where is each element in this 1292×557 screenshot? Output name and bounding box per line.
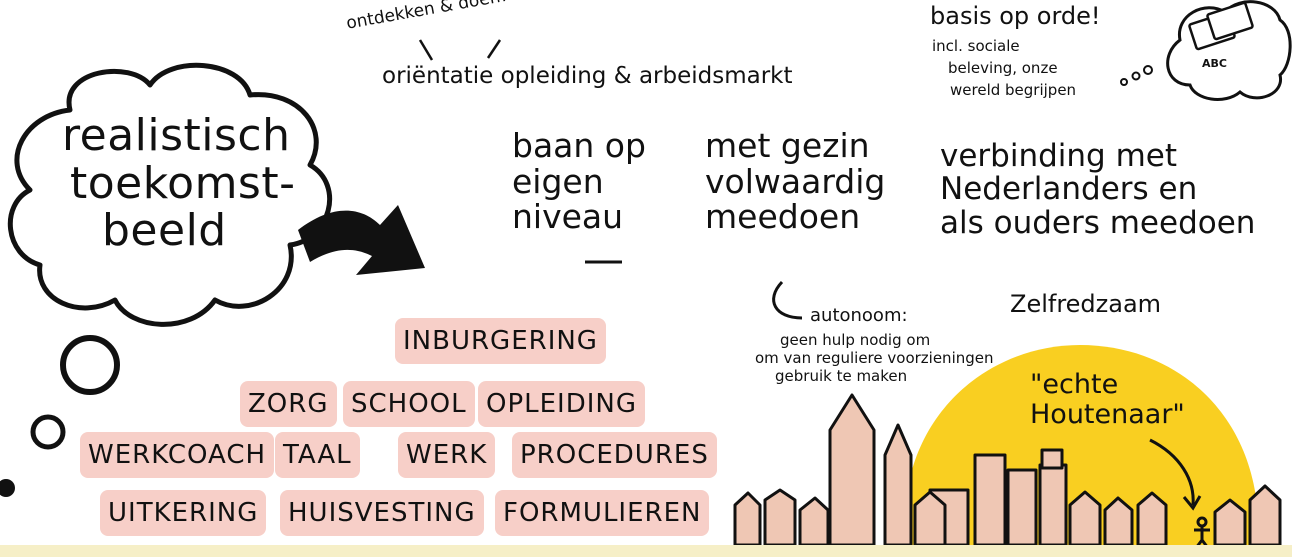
tag-procedures: PROCEDURES [512,432,717,478]
goal-3-line-3: als ouders meedoen [940,204,1256,241]
thought-bubble-large [60,335,120,395]
cloud-line-2: toekomst- [70,157,296,209]
orientation-text: oriëntatie opleiding & arbeidsmarkt [382,63,793,89]
goal-2-line-1: met gezin [705,126,870,165]
zelfredzaam-label: Zelfredzaam [1010,290,1162,318]
goal-2-line-2: volwaardig [705,161,886,201]
goal-3-line-1: verbinding met [940,138,1177,174]
skyline [733,393,1282,547]
person-icon [1194,516,1210,549]
tag-werkcoach: WERKCOACH [80,432,275,478]
goal-3: verbinding met Nederlanders en als ouder… [940,138,1256,241]
goal-2-line-3: meedoen [705,197,861,237]
id-card-icon-back [1206,1,1254,41]
basis-line-3: wereld begrijpen [950,81,1077,99]
tag-opleiding: OPLEIDING [478,381,646,427]
autonomy-line-1: geen hulp nodig om [780,331,931,349]
houtenaar-line-1: "echte [1030,369,1119,400]
tag-inburgering: INBURGERING [395,318,606,364]
houtenaar-label: "echte Houtenaar" [1030,370,1185,429]
tag-taal: TAAL [275,432,360,478]
autonomy-line-3: gebruik te maken [775,367,908,385]
cloud-line-3: beeld [102,205,227,257]
tag-huisvesting: HUISVESTING [280,490,484,536]
tag-uitkering: UITKERING [100,490,267,536]
basis-line-1: incl. sociale [932,37,1020,55]
basis-title: basis op orde! [930,2,1101,30]
tag-zorg: ZORG [240,381,337,427]
tag-school: SCHOOL [343,381,475,427]
tag-werk: WERK [398,432,496,478]
goal-1-line-2: eigen [512,161,604,201]
arrow-icon [298,205,425,275]
thought-bubble-small [0,479,15,497]
goal-1: baan op eigen niveau [512,128,646,235]
thought-cloud [7,62,333,327]
goal-1-line-1: baan op [512,126,646,165]
goal-2: met gezin volwaardig meedoen [705,128,885,235]
tag-formulieren: FORMULIEREN [495,490,710,536]
goal-1-line-3: niveau [512,197,624,237]
thought-bubble-medium [30,414,66,450]
bottom-band [0,545,1292,557]
autonomy-line-2: om van reguliere voorzieningen [755,349,994,367]
basis-line-2: beleving, onze [948,59,1058,77]
card-label: ABC [1202,57,1227,70]
goal-3-line-2: Nederlanders en [940,171,1198,208]
cloud-line-1: realistisch [62,110,291,161]
autonomy-title: autonoom: [810,305,908,326]
houtenaar-line-2: Houtenaar" [1030,398,1185,430]
cloud-text: realistisch toekomst- beeld [62,112,302,255]
curved-arrow-icon [1149,438,1195,506]
